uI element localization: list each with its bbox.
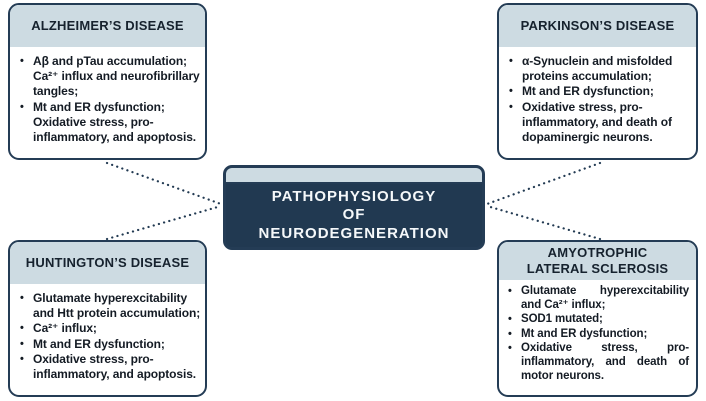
list-item: • Oxidative stress, pro-inflammatory, an…	[508, 341, 692, 384]
alzheimers-box-title: ALZHEIMER’S DISEASE	[10, 5, 205, 47]
connector-huntingtons-central	[105, 204, 223, 241]
bullet-text: Oxidative stress, pro- inflammatory, and…	[33, 351, 197, 382]
amyotrophic-lateral-sclerosis-box: AMYOTROPHIC LATERAL SCLEROSIS • Glutamat…	[497, 240, 698, 397]
bullet-icon: •	[508, 285, 512, 297]
bullet-text: Oxidative stress, pro- inflammatory, and…	[522, 99, 672, 145]
bullet-icon: •	[508, 313, 512, 326]
bullet-icon: •	[509, 55, 513, 67]
parkinsons-box-body: • α-Synuclein and misfolded proteins acc…	[499, 47, 696, 145]
bullet-text: Mt and ER dysfunction;	[33, 336, 165, 351]
list-item: • SOD1 mutated;	[508, 312, 692, 326]
bullet-icon: •	[509, 100, 513, 113]
alzheimers-disease-box: ALZHEIMER’S DISEASE • Aβ and pTau accumu…	[8, 3, 207, 160]
list-item: • Mt and ER dysfunction;	[20, 337, 201, 352]
parkinsons-disease-box: PARKINSON’S DISEASE • α-Synuclein and mi…	[497, 3, 698, 160]
list-item: • Ca²⁺ influx;	[20, 321, 201, 336]
bullet-icon: •	[508, 341, 512, 354]
connector-als-central	[485, 204, 602, 241]
bullet-text: Mt and ER dysfunction;	[522, 84, 654, 99]
bullet-text: Mt and ER dysfunction; Oxidative stress,…	[33, 99, 197, 145]
bullet-icon: •	[20, 352, 24, 365]
huntingtons-box-body: • Glutamate hyperexcitability and Htt pr…	[10, 284, 205, 382]
als-box-body: • Glutamate hyperexcitability and Ca²⁺ i…	[499, 280, 696, 383]
bullet-text: Glutamate hyperexcitability and Ca²⁺ inf…	[521, 285, 689, 312]
bullet-icon: •	[20, 55, 24, 67]
alzheimers-box-body: • Aβ and pTau accumulation; Ca²⁺ influx …	[10, 47, 205, 145]
list-item: • Glutamate hyperexcitability and Ca²⁺ i…	[508, 284, 692, 312]
bullet-text: Glutamate hyperexcitability and Htt prot…	[33, 291, 201, 321]
bullet-icon: •	[20, 100, 24, 113]
list-item: • Glutamate hyperexcitability and Htt pr…	[20, 291, 201, 321]
connector-alzheimers-central	[105, 161, 223, 206]
bullet-icon: •	[509, 85, 513, 98]
list-item: • α-Synuclein and misfolded proteins acc…	[509, 54, 692, 84]
list-item: • Oxidative stress, pro- inflammatory, a…	[509, 100, 692, 146]
als-box-title: AMYOTROPHIC LATERAL SCLEROSIS	[499, 242, 696, 280]
bullet-text: Aβ and pTau accumulation; Ca²⁺ influx an…	[33, 54, 200, 99]
bullet-text: Ca²⁺ influx;	[33, 321, 97, 336]
bullet-icon: •	[20, 337, 24, 350]
connector-parkinsons-central	[485, 161, 602, 206]
bullet-text: Oxidative stress, pro-inflammatory, and …	[521, 341, 689, 383]
list-item: • Mt and ER dysfunction;	[509, 84, 692, 99]
parkinsons-box-title: PARKINSON’S DISEASE	[499, 5, 696, 47]
list-item: • Oxidative stress, pro- inflammatory, a…	[20, 352, 201, 382]
huntingtons-box-title: HUNTINGTON’S DISEASE	[10, 242, 205, 284]
list-item: • Mt and ER dysfunction;	[508, 327, 692, 341]
huntingtons-disease-box: HUNTINGTON’S DISEASE • Glutamate hyperex…	[8, 240, 207, 397]
bullet-icon: •	[20, 292, 24, 304]
bullet-text: α-Synuclein and misfolded proteins accum…	[522, 54, 673, 84]
bullet-icon: •	[508, 327, 512, 340]
central-title: PATHOPHYSIOLOGY OF NEURODEGENERATION	[258, 187, 450, 242]
bullet-icon: •	[20, 322, 24, 335]
list-item: • Aβ and pTau accumulation; Ca²⁺ influx …	[20, 54, 201, 100]
list-item: • Mt and ER dysfunction; Oxidative stres…	[20, 100, 201, 146]
central-header-band	[226, 168, 482, 184]
central-node: PATHOPHYSIOLOGY OF NEURODEGENERATION	[223, 165, 485, 250]
bullet-text: SOD1 mutated;	[521, 313, 603, 326]
bullet-text: Mt and ER dysfunction;	[521, 327, 648, 340]
